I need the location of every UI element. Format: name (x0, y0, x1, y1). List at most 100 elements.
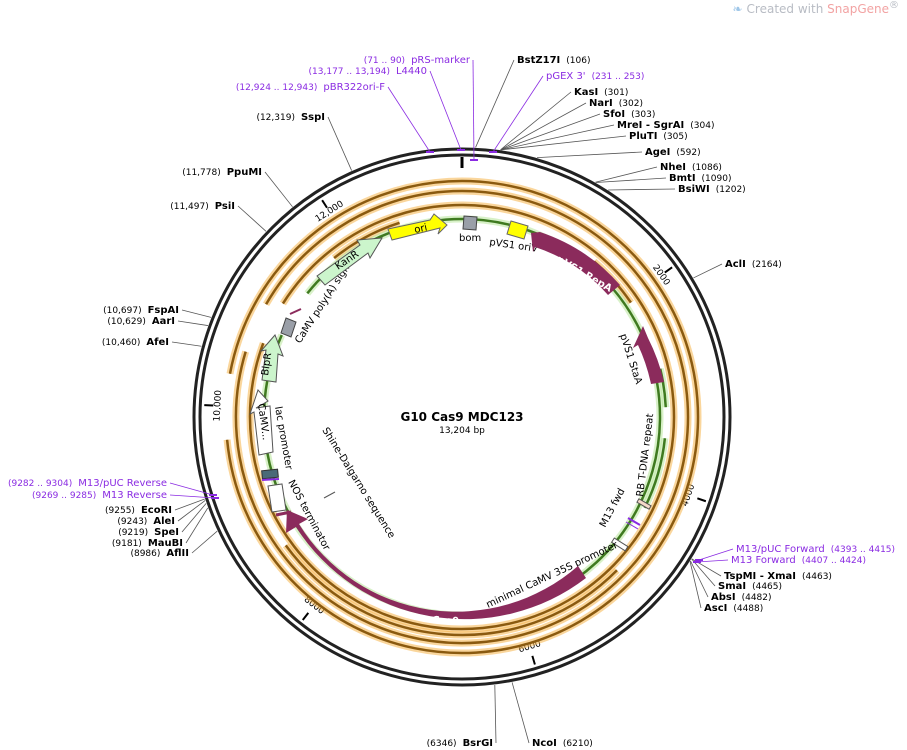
primer-leader (387, 86, 431, 153)
primer[interactable]: (12,924 .. 12,943)pBR322ori-F (236, 82, 385, 93)
bom-feature[interactable]: bom (459, 215, 481, 244)
restriction-site[interactable]: AgeI(592) (645, 147, 701, 158)
restriction-site[interactable]: AscI(4488) (704, 603, 763, 614)
pvs1-oriv-feature[interactable]: pVS1 oriV (489, 220, 539, 255)
primer-position: (4407 .. 4424) (802, 556, 866, 566)
site-leader-line (177, 320, 209, 326)
tick-label-10000: 10,000 (213, 390, 224, 422)
blpr-feature[interactable]: BlpR (259, 334, 284, 383)
site-name: AclI (725, 259, 746, 270)
primer-name: pRS-marker (411, 55, 471, 66)
site-position: (4463) (802, 572, 832, 582)
primer-name: M13/pUC Reverse (78, 478, 167, 489)
ori-feature[interactable]: ori (387, 213, 448, 241)
restriction-site[interactable]: NheI(1086) (660, 162, 722, 173)
restriction-site[interactable]: (11,778)PpuMI (182, 167, 262, 178)
restriction-site[interactable]: BstZ17I(106) (517, 55, 590, 66)
restriction-site[interactable]: (9255)EcoRI (105, 505, 172, 516)
tick-mark-8000 (301, 612, 310, 621)
tick-mark-6000 (531, 655, 536, 665)
site-name: NarI (589, 98, 613, 109)
site-name: BsrGI (463, 738, 493, 749)
restriction-site[interactable]: SfoI(303) (603, 109, 655, 120)
site-leader-line (595, 177, 667, 183)
restriction-site[interactable]: (9181)MauBI (112, 538, 183, 549)
site-leader-line (511, 682, 530, 744)
m13-fwd-feature[interactable]: M13 fwd (598, 487, 641, 530)
primer[interactable]: (13,177 .. 13,194)L4440 (309, 66, 427, 77)
blpr-label: BlpR (260, 352, 274, 376)
restriction-site[interactable]: (11,497)PsiI (170, 201, 235, 212)
orange-arc-3[interactable] (225, 179, 700, 655)
site-position: (8986) (130, 549, 160, 559)
restriction-site[interactable]: MreI - SgrAI(304) (617, 120, 714, 131)
primer[interactable]: pGEX 3'(231 .. 253) (546, 71, 644, 82)
restriction-site[interactable]: (10,629) AarI (107, 316, 175, 327)
site-position: (305) (663, 132, 687, 142)
site-position: (6210) (563, 739, 593, 749)
leader-lines (171, 59, 723, 744)
site-position: (4482) (742, 593, 772, 603)
restriction-site[interactable]: BmtI(1090) (669, 173, 731, 184)
primer[interactable]: M13 Forward(4407 .. 4424) (731, 555, 866, 566)
site-name: BstZ17I (517, 55, 560, 66)
site-leader-line (595, 166, 658, 183)
site-name: BsiWI (678, 184, 710, 195)
site-name: EcoRI (141, 505, 172, 516)
restriction-site[interactable]: (6346)BsrGI (427, 738, 493, 749)
primer[interactable]: (71 .. 90)pRS-marker (364, 55, 471, 66)
site-name: AfeI (146, 337, 169, 348)
primer-leader (696, 559, 729, 563)
site-leader-line (327, 116, 352, 171)
restriction-site[interactable]: BsiWI(1202) (678, 184, 746, 195)
orange-arc-cas9[interactable] (284, 544, 618, 637)
camv-promoter-feature[interactable]: CaMV... (249, 389, 274, 456)
orange-arc-4[interactable] (234, 189, 690, 645)
site-leader-line (690, 560, 709, 598)
site-name: BmtI (669, 173, 696, 184)
restriction-site[interactable]: (9219)SpeI (118, 527, 179, 538)
site-name: SspI (301, 112, 325, 123)
site-name: AgeI (645, 147, 670, 158)
cas9-feature[interactable]: Cas9 (286, 510, 586, 627)
restriction-site[interactable]: (9243) AleI (117, 516, 175, 527)
site-name: AarI (152, 316, 175, 327)
primer-name: L4440 (396, 66, 427, 77)
restriction-site[interactable]: SmaI(4465) (718, 581, 782, 592)
shine-dalgarno-label: Shine-Dalgarno sequence (319, 426, 396, 541)
primer[interactable]: (9282 .. 9304)M13/pUC Reverse (8, 478, 167, 489)
primer-leader (169, 494, 216, 499)
restriction-site[interactable]: (10,697)FspAI (103, 305, 179, 316)
restriction-site[interactable]: AclI(2164) (725, 259, 782, 270)
site-position: (10,629) (107, 317, 146, 327)
shine-dalgarno-feature[interactable]: Shine-Dalgarno sequence (319, 426, 396, 541)
site-name: KasI (574, 87, 598, 98)
restriction-site[interactable]: NcoI(6210) (532, 738, 593, 749)
site-position: (1086) (692, 163, 722, 173)
restriction-site[interactable]: (8986)AflII (130, 548, 189, 559)
restriction-site[interactable]: AbsI(4482) (711, 592, 772, 603)
primer-position: (231 .. 253) (592, 72, 645, 82)
primer[interactable]: (9269 .. 9285)M13 Reverse (32, 490, 167, 501)
restriction-site[interactable]: KasI(301) (574, 87, 628, 98)
restriction-site[interactable]: PluTI(305) (629, 131, 688, 142)
orange-arc-1[interactable] (333, 221, 400, 260)
restriction-site-labels: BstZ17I(106)KasI(301)NarI(302)SfoI(303)M… (102, 55, 832, 749)
restriction-site[interactable]: TspMI - XmaI(4463) (724, 571, 832, 582)
site-name: AleI (153, 516, 175, 527)
restriction-site[interactable]: (10,460)AfeI (102, 337, 169, 348)
restriction-site[interactable]: NarI(302) (589, 98, 643, 109)
restriction-site[interactable]: (12,319)SspI (256, 112, 325, 123)
primer-name: M13/pUC Forward (736, 544, 825, 555)
site-name: SfoI (603, 109, 625, 120)
site-name: MreI - SgrAI (617, 120, 684, 131)
site-position: (11,778) (182, 168, 221, 178)
primer-position: (4393 .. 4415) (831, 545, 895, 555)
primer[interactable]: M13/pUC Forward (4393 .. 4415) (736, 544, 895, 555)
site-position: (9243) (117, 517, 147, 527)
primer-labels: (71 .. 90)pRS-marker(13,177 .. 13,194)L4… (8, 55, 895, 566)
orange-arc-5[interactable] (248, 203, 676, 631)
site-leader-line (191, 530, 218, 554)
primer-leader (698, 548, 734, 561)
